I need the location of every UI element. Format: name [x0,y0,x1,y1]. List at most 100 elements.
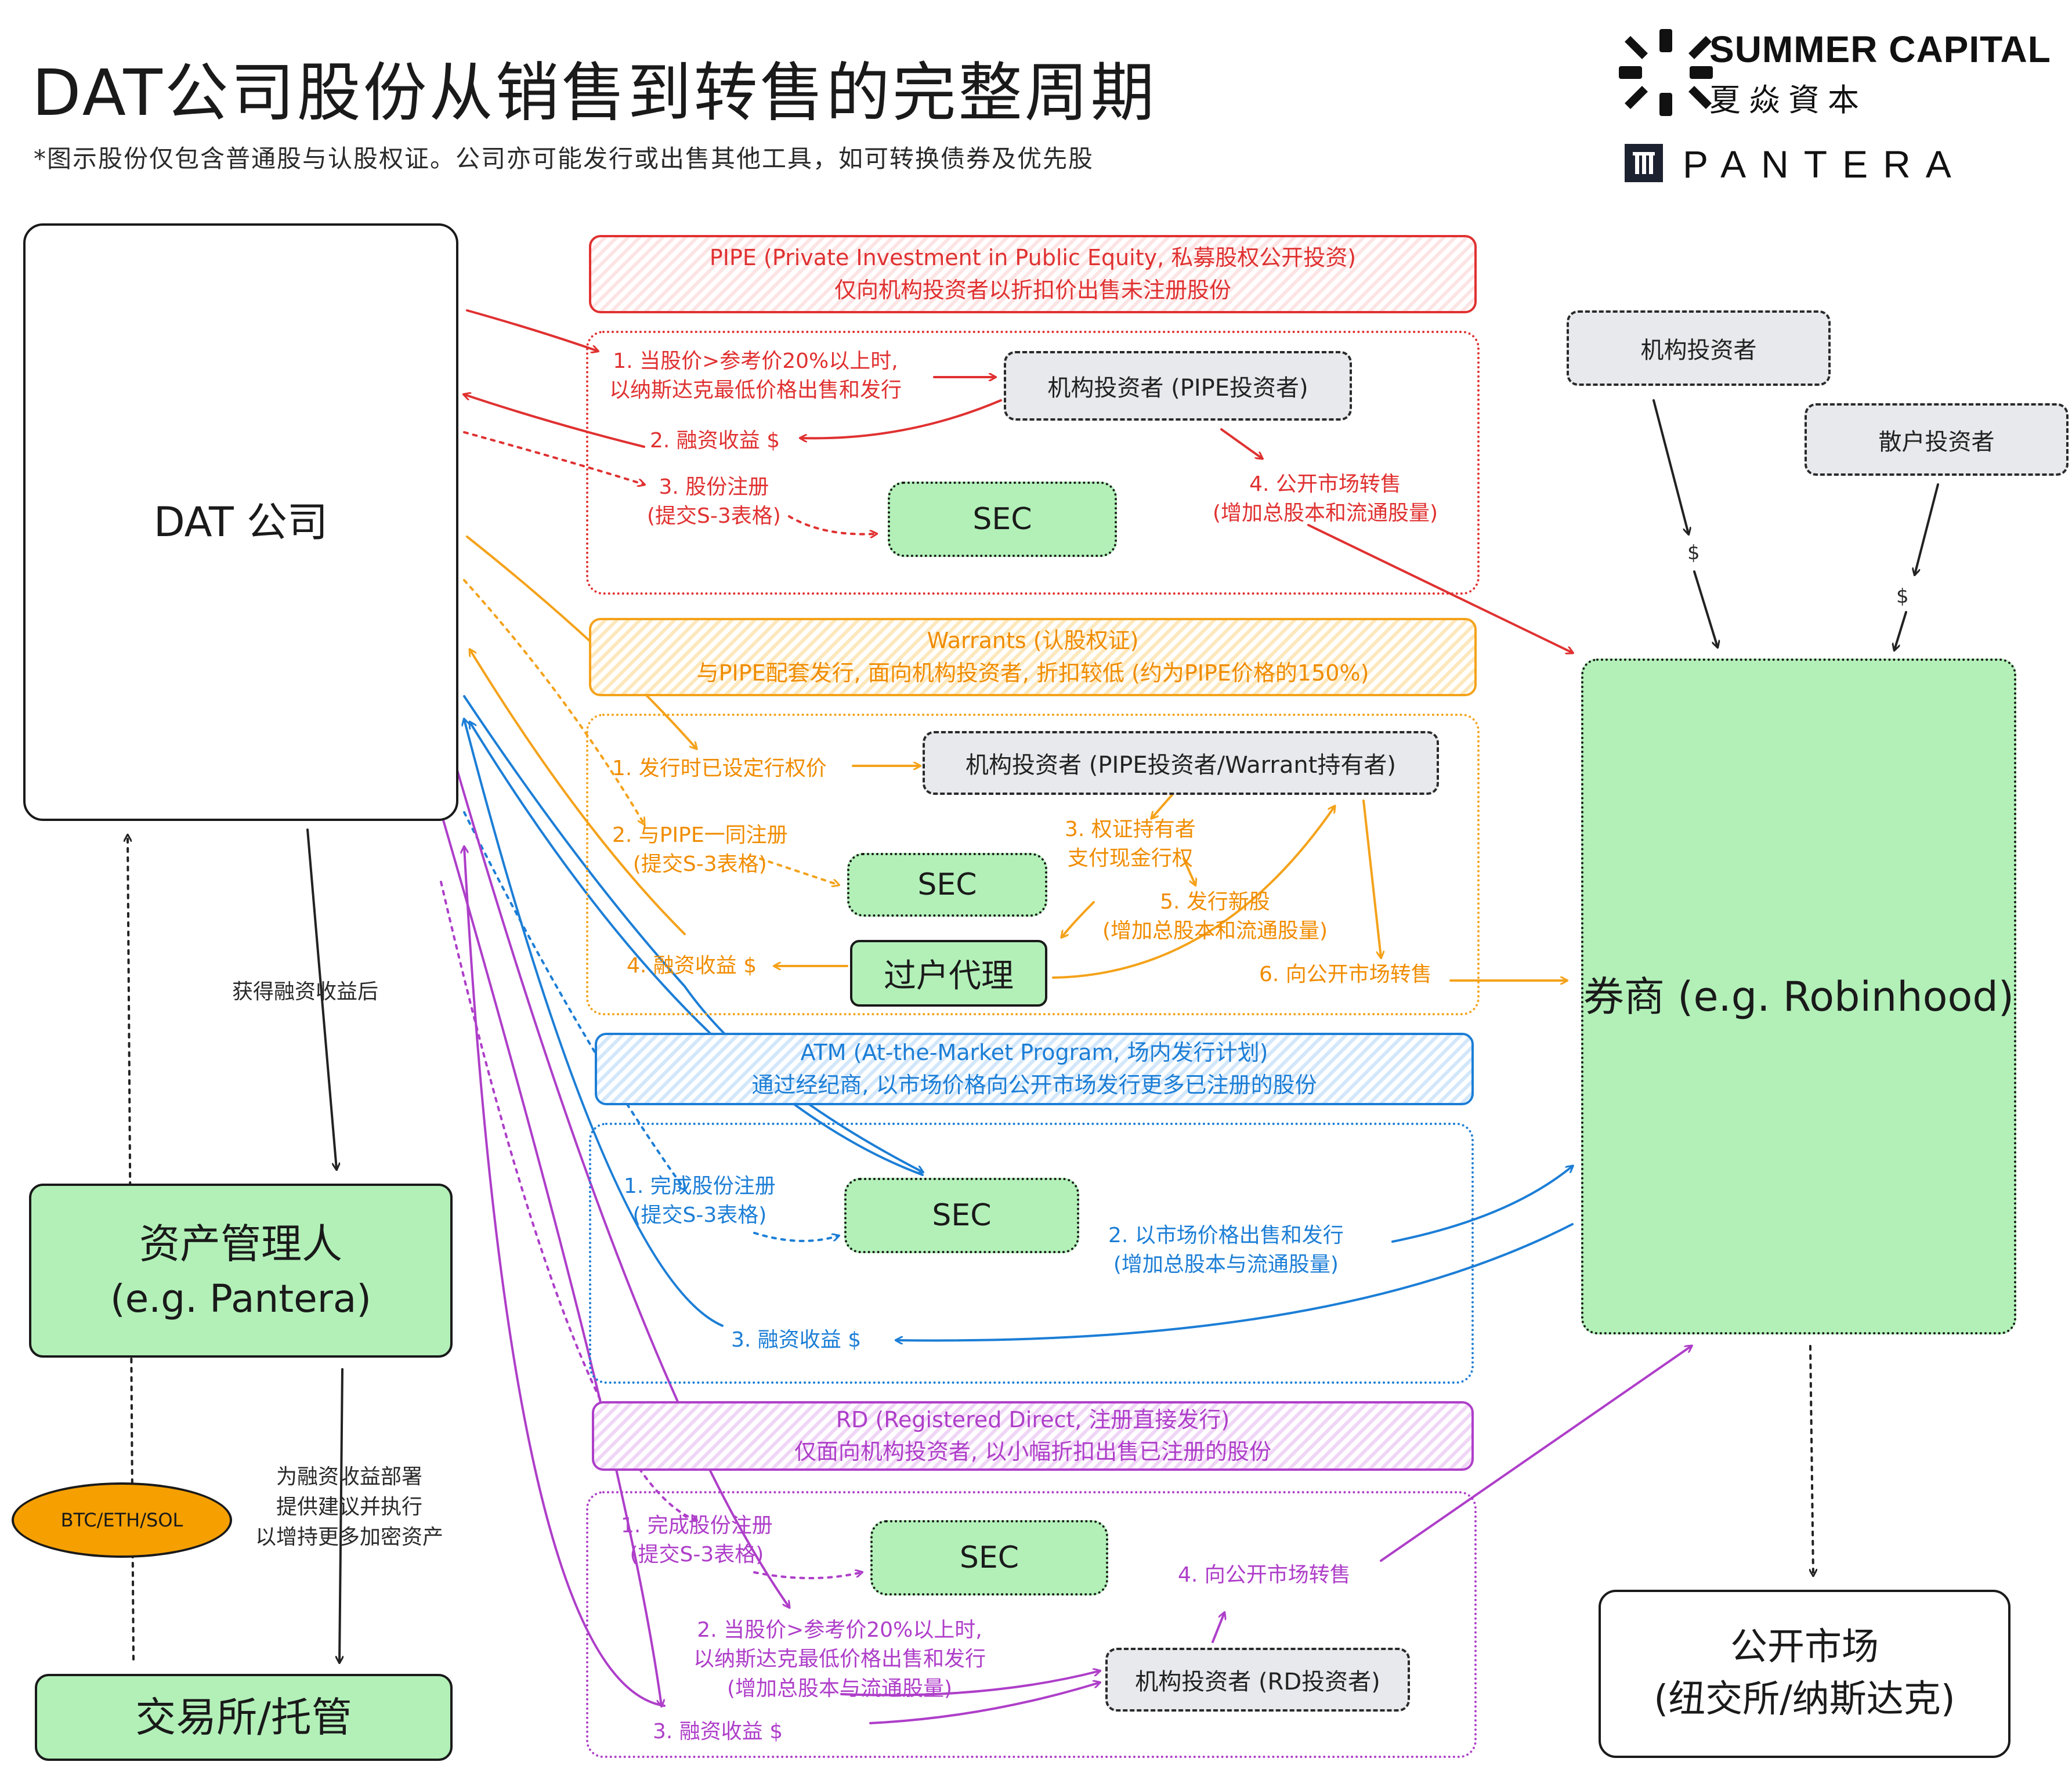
warrants-step6: 6. 向公开市场转售 [1259,963,1432,986]
pantera-name: PANTERA [1683,143,1966,186]
arrow-retail-dollar-to-broker [1894,611,1907,650]
warrants-step5-line2: (增加总股本和流通股量) [1102,919,1328,943]
crypto-assets-label: BTC/ETH/SOL [60,1509,183,1531]
rd-step2-line3: (增加总股本与流通股量) [726,1676,953,1701]
pipe-header-line2: 仅向机构投资者以折扣价出售未注册股份 [834,277,1231,303]
deploy-label-line1: 为融资收益部署 [276,1465,423,1489]
atm-group [589,1123,1474,1384]
deploy-label-line3: 以增持更多加密资产 [255,1525,444,1550]
deploy-label: 为融资收益部署 提供建议并执行 以增持更多加密资产 [255,1462,443,1553]
arrow-warrants-registration-to-sec [759,858,838,885]
warrants-header-line2: 与PIPE配套发行, 面向机构投资者, 折扣较低 (约为PIPE价格的150%) [696,660,1369,686]
arrow-atm-broker-to-proceeds [896,1223,1574,1340]
arrow-warrants-dat-to-registration [463,579,644,824]
retail-investor-label: 散户投资者 [1878,428,1995,455]
dollar-label-retail: $ [1896,585,1909,608]
arrow-atm-sell-to-broker [1391,1166,1572,1243]
rd-step3: 3. 融资收益 $ [653,1720,783,1743]
asset-manager-label: 资产管理人 [139,1220,342,1268]
warrants-step2: 2. 与PIPE一同注册 (提交S-3表格) [612,821,788,880]
arrow-pipe-dat-to-registration [463,431,644,484]
summer-capital-name: SUMMER CAPITAL [1709,28,2051,70]
arrow-rd-resale-to-broker [1380,1346,1691,1562]
arrow-rd-registration-to-sec [753,1572,862,1579]
atm-header-line1: ATM (At-the-Market Program, 场内发行计划) [800,1040,1268,1066]
arrow-pipe-resale-to-broker [1307,524,1572,653]
summer-capital-logo-mark [1619,29,1717,116]
atm-step1-line2: (提交S-3表格) [632,1203,767,1228]
warrants-sec-label: SEC [917,867,977,902]
pipe-step4-line2: (增加总股本和流通股量) [1213,501,1438,526]
top-institutional-investor-box: 机构投资者 [1567,310,1831,386]
pipe-sec-label: SEC [972,502,1032,537]
arrow-atm-dat-to-registration [463,811,685,1189]
rd-step1-line1: 1. 完成股份注册 [621,1514,773,1538]
arrow-broker-to-public-market [1810,1345,1813,1575]
pipe-step3-line1: 3. 股份注册 [659,475,769,499]
arrow-dat-to-asset-manager [306,829,337,1169]
rd-investor-box: 机构投资者 (RD投资者) [1105,1648,1410,1712]
deploy-label-line2: 提供建议并执行 [276,1495,423,1520]
asset-manager-box: 资产管理人 (e.g. Pantera) [29,1184,453,1358]
warrants-header: Warrants (认股权证) 与PIPE配套发行, 面向机构投资者, 折扣较低… [589,618,1477,696]
pipe-investor-label: 机构投资者 (PIPE投资者) [1047,375,1308,401]
warrants-header-line1: Warrants (认股权证) [927,628,1139,654]
rd-header-line2: 仅面向机构投资者, 以小幅折扣出售已注册的股份 [794,1439,1272,1464]
summer-capital-cn-name: 夏焱資本 [1709,82,1867,118]
arrow-atm-sec-to-dat [470,722,924,1176]
warrants-investor-label: 机构投资者 (PIPE投资者/Warrant持有者) [966,752,1396,779]
atm-sec-label: SEC [932,1198,992,1233]
arrow-pipe-investor-to-proceeds [801,399,1002,438]
warrants-sec-box: SEC [847,853,1047,917]
pipe-header: PIPE (Private Investment in Public Equit… [589,235,1477,313]
arrow-warrants-agent-to-investor [1052,806,1335,979]
arrow-warrants-proceeds-to-dat [470,650,686,935]
rd-sec-box: SEC [870,1520,1108,1596]
pipe-sec-box: SEC [888,482,1117,557]
atm-step3: 3. 融资收益 $ [731,1328,862,1352]
after-proceeds-label: 获得融资收益后 [232,980,379,1004]
atm-header: ATM (At-the-Market Program, 场内发行计划) 通过经纪… [595,1033,1474,1105]
warrants-step3-line2: 支付现金行权 [1067,846,1193,871]
dat-company-box: DAT 公司 [23,223,458,821]
rd-step2-line1: 2. 当股价>参考价20%以上时, [697,1618,982,1642]
arrow-rd-investor-to-resale [1212,1613,1224,1643]
pipe-investor-box: 机构投资者 (PIPE投资者) [1004,351,1352,421]
atm-step1-line1: 1. 完成股份注册 [624,1174,776,1198]
arrow-inst-dollar-to-broker [1693,570,1717,647]
arrow-rd-sale-to-investor [840,1671,1100,1696]
rd-step2: 2. 当股价>参考价20%以上时, 以纳斯达克最低价格出售和发行 (增加总股本与… [693,1616,986,1703]
pipe-step3-line2: (提交S-3表格) [647,504,781,529]
pipe-step4-line1: 4. 公开市场转售 [1249,472,1401,496]
arrow-warrants-exercise-to-agent [1183,858,1195,885]
crypto-assets-ellipse: BTC/ETH/SOL [12,1482,232,1558]
pantera-logo-mark [1625,144,1663,182]
pipe-step1: 1. 当股价>参考价20%以上时, 以纳斯达克最低价格出售和发行 [609,347,902,406]
top-institutional-investor-label: 机构投资者 [1640,337,1757,364]
rd-step4: 4. 向公开市场转售 [1178,1563,1351,1587]
rd-sec-label: SEC [959,1540,1019,1575]
atm-step2-line1: 2. 以市场价格出售和发行 [1108,1224,1344,1247]
warrants-step5: 5. 发行新股 (增加总股本和流通股量) [1102,888,1328,946]
arrow-rd-proceeds-to-dat [464,847,666,1707]
page-title: DAT公司股份从销售到转售的完整周期 [32,56,1157,130]
exchange-custody-box: 交易所/托管 [35,1674,453,1761]
warrants-step2-line2: (提交S-3表格) [632,852,767,877]
warrants-group [586,714,1480,1015]
arrow-rd-investor-to-proceeds [869,1683,1100,1724]
pipe-step1-line1: 1. 当股价>参考价20%以上时, [613,349,898,373]
rd-step2-line2: 以纳斯达克最低价格出售和发行 [693,1647,986,1672]
warrants-step5-line1: 5. 发行新股 [1160,890,1270,914]
pipe-step2: 2. 融资收益 $ [650,429,780,453]
arrow-retail-investor-to-dollar [1915,483,1939,574]
exchange-custody-label: 交易所/托管 [135,1694,352,1741]
atm-sec-box: SEC [844,1178,1079,1253]
arrow-atm-dat-to-sec [463,695,923,1172]
rd-header-line1: RD (Registered Direct, 注册直接发行) [836,1406,1230,1432]
arrow-warrants-investor-to-resale [1362,800,1381,957]
warrants-step3: 3. 权证持有者 支付现金行权 [1065,815,1196,874]
rd-step1-line2: (提交S-3表格) [630,1543,764,1567]
atm-step2-line2: (增加总股本与流通股量) [1113,1253,1339,1277]
